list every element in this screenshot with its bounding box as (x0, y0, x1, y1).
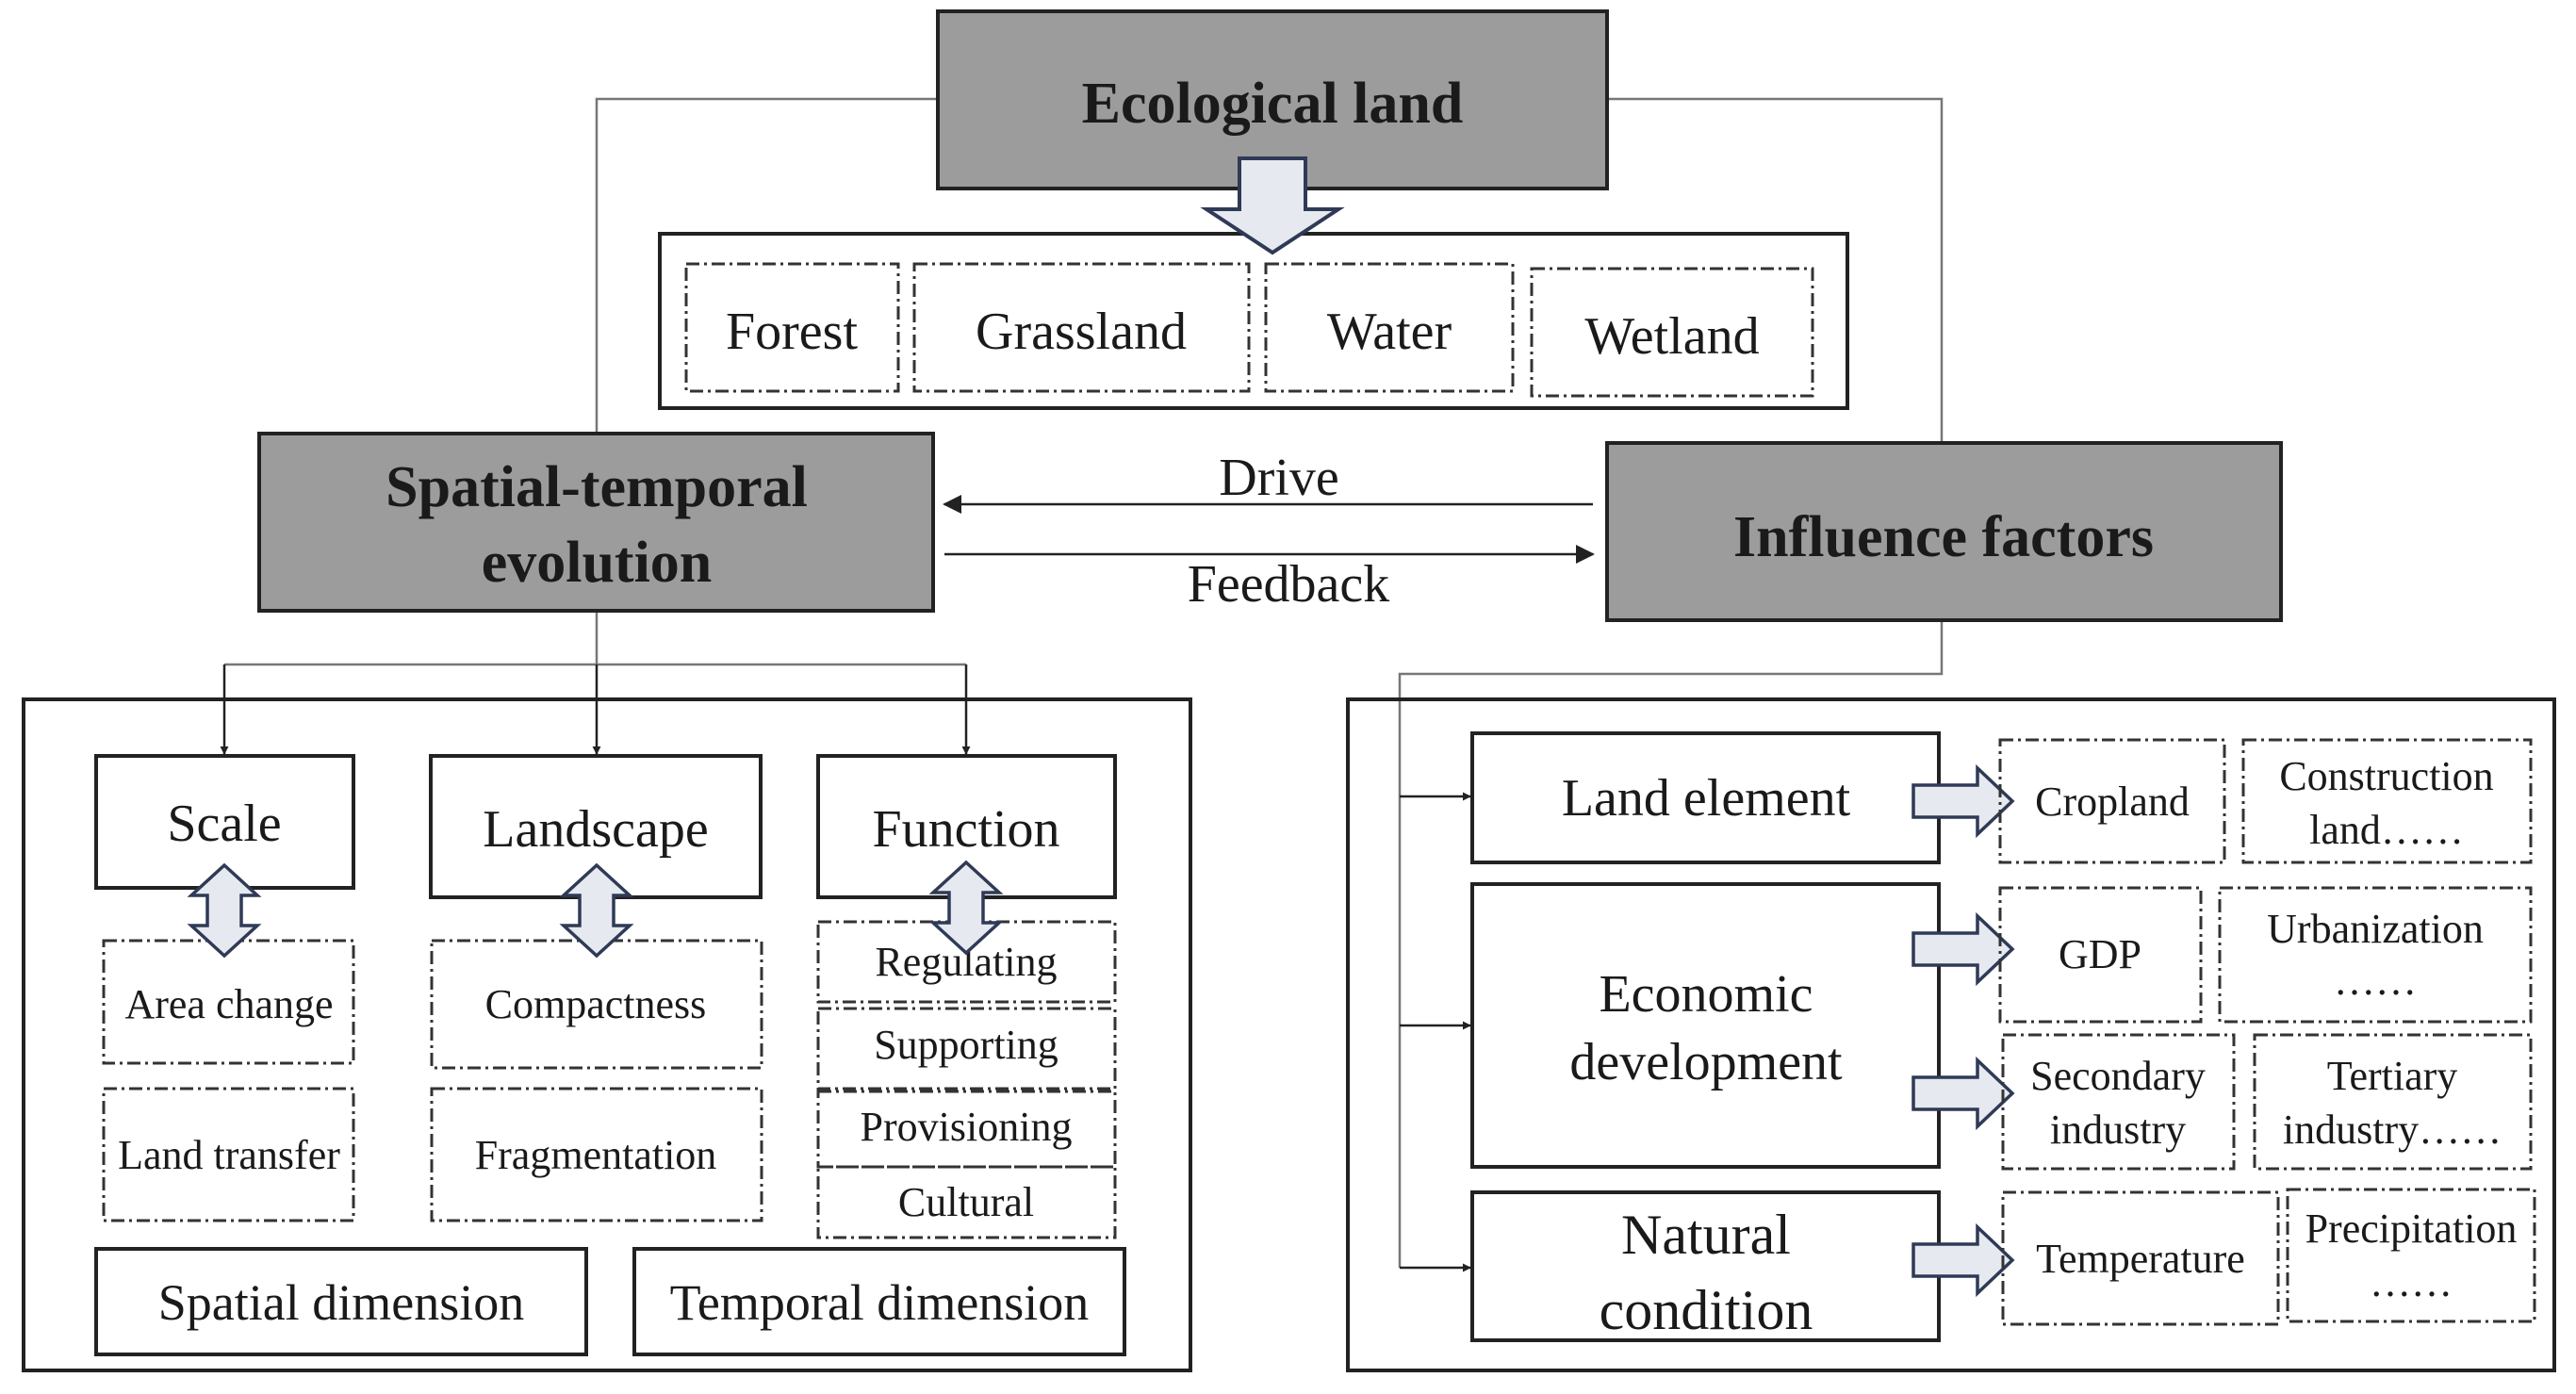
precipitation-label-1: Precipitation (2305, 1205, 2518, 1252)
economic-title-2: development (1569, 1033, 1843, 1091)
connector-influence-down (1398, 620, 1944, 1268)
influence-panel (1346, 697, 2556, 1372)
temporal-dimension-box (632, 1247, 1126, 1356)
temporal-dimension-label: Temporal dimension (670, 1274, 1090, 1331)
land-types (684, 262, 1814, 398)
landscape-title: Landscape (483, 800, 708, 859)
land-element-box (1470, 731, 1941, 864)
land-type-grassland: Grassland (976, 303, 1187, 361)
economic-right-arrow-1 (1911, 911, 2015, 987)
drive-label: Drive (1219, 449, 1339, 507)
land-type-forest-box (684, 262, 900, 393)
tertiary-industry-box (2253, 1033, 2533, 1171)
supporting-box (816, 1007, 1117, 1091)
tertiary-label-1: Tertiary (2327, 1053, 2458, 1099)
land-type-wetland-box (1530, 267, 1814, 398)
construction-label-1: Construction (2279, 753, 2493, 799)
gdp-box (1998, 886, 2203, 1024)
spatial-temporal-box (257, 432, 935, 613)
construction-land-box (2241, 738, 2533, 864)
land-type-water-box (1264, 262, 1515, 393)
spatial-temporal-title-2: evolution (482, 531, 713, 595)
spatial-panel (22, 697, 1192, 1372)
cultural-label: Cultural (898, 1179, 1034, 1225)
secondary-label-2: industry (2050, 1107, 2186, 1153)
land-transfer-box (102, 1087, 355, 1222)
land-element-right-arrow (1911, 763, 2015, 839)
spatial-temporal-title-1: Spatial-temporal (386, 455, 808, 519)
economic-title-1: Economic (1599, 965, 1813, 1024)
economic-right-arrow-2 (1911, 1056, 2015, 1131)
temperature-box (2001, 1190, 2280, 1326)
function-title: Function (872, 800, 1059, 859)
tertiary-label-2: industry…… (2283, 1107, 2502, 1153)
natural-box (1470, 1190, 1941, 1342)
spatial-dimension-label: Spatial dimension (158, 1274, 524, 1331)
fragmentation-box (430, 1087, 763, 1222)
ecological-land-title: Ecological land (1082, 72, 1464, 136)
regulating-box (816, 920, 1117, 1004)
function-double-arrow (928, 860, 1004, 956)
connector-lines (224, 97, 1944, 1268)
spatial-dimension-box (94, 1247, 588, 1356)
influence-factors-box (1605, 441, 2283, 622)
provisioning-box (816, 1090, 1117, 1169)
right-block-arrows (1911, 763, 2015, 1298)
down-block-arrow (1200, 156, 1345, 255)
land-transfer-label: Land transfer (118, 1132, 340, 1178)
economic-box (1470, 882, 1941, 1169)
scale-double-arrow (187, 862, 262, 959)
feedback-label: Feedback (1188, 555, 1390, 614)
construction-label-2: land…… (2309, 807, 2464, 853)
land-type-water: Water (1327, 303, 1452, 361)
temperature-label: Temperature (2036, 1236, 2245, 1282)
secondary-label-1: Secondary (2030, 1053, 2206, 1099)
urbanization-label-2: …… (2334, 958, 2417, 1004)
influence-sub-boxes (1998, 738, 2536, 1326)
connector-eco-to-influence (1607, 97, 1944, 443)
land-type-wetland: Wetland (1584, 307, 1759, 366)
land-element-title: Land element (1562, 769, 1851, 828)
land-type-grassland-box (912, 262, 1251, 393)
natural-title-1: Natural (1621, 1204, 1791, 1266)
gdp-label: GDP (2059, 931, 2141, 977)
area-change-box (102, 939, 355, 1065)
provisioning-label: Provisioning (861, 1104, 1073, 1150)
natural-title-2: condition (1600, 1279, 1813, 1341)
scale-title: Scale (167, 795, 281, 853)
fragmentation-label: Fragmentation (475, 1132, 717, 1178)
cropland-label: Cropland (2035, 779, 2190, 825)
urbanization-label-1: Urbanization (2267, 906, 2484, 952)
precipitation-box (2286, 1188, 2536, 1323)
compactness-label: Compactness (485, 981, 707, 1027)
urbanization-box (2218, 886, 2533, 1024)
influence-factors-title: Influence factors (1733, 505, 2154, 569)
branch-arrows (220, 664, 1471, 1272)
natural-right-arrow (1911, 1222, 2015, 1298)
cultural-box (816, 1165, 1117, 1239)
area-change-label: Area change (124, 981, 333, 1027)
connector-eco-to-spatial (595, 97, 938, 434)
spatial-sub-boxes (102, 920, 1117, 1239)
cropland-box (1998, 738, 2226, 864)
precipitation-label-2: …… (2370, 1259, 2453, 1305)
land-type-forest: Forest (726, 303, 858, 361)
secondary-industry-box (2001, 1033, 2236, 1171)
double-arrows (187, 860, 1004, 959)
landscape-double-arrow (559, 862, 634, 959)
supporting-label: Supporting (874, 1022, 1058, 1068)
